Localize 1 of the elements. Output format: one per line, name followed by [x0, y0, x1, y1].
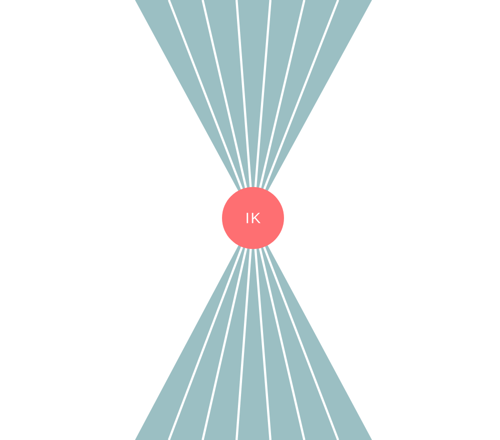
circle-node: IK	[222, 187, 284, 249]
